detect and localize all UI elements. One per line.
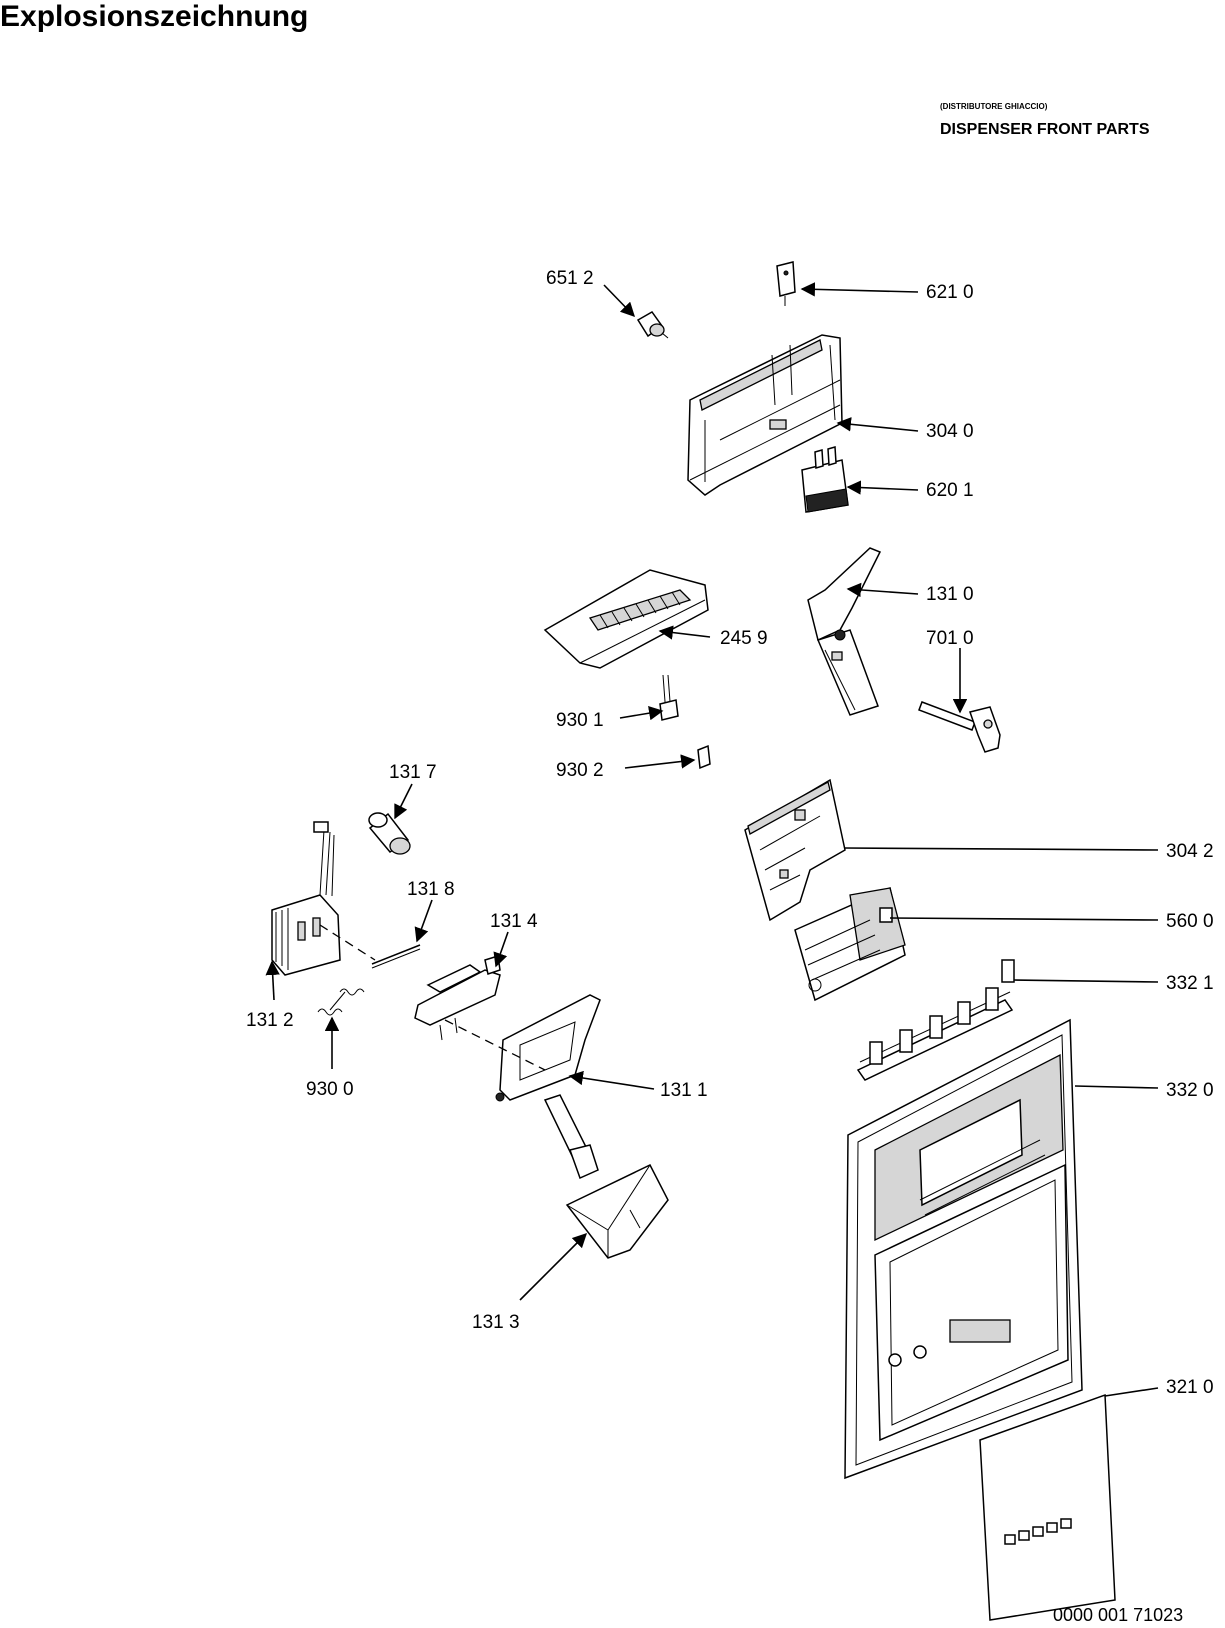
- part-131-7-illustration: [368, 812, 411, 855]
- callout-131-4: 131 4: [490, 911, 538, 932]
- leader-930-1: [619, 706, 664, 721]
- part-245-9-illustration: [543, 569, 709, 669]
- callout-701-0: 701 0: [926, 628, 974, 649]
- part-131-4-illustration: [414, 955, 501, 1041]
- leader-560-0: [889, 917, 1159, 921]
- callout-321-0: 321 0: [1166, 1377, 1214, 1398]
- callout-131-1: 131 1: [660, 1080, 708, 1101]
- part-332-0-illustration: [844, 1018, 1083, 1480]
- callout-304-2: 304 2: [1166, 841, 1214, 862]
- leader-304-2: [843, 847, 1159, 851]
- callout-304-0: 304 0: [926, 421, 974, 442]
- callout-560-0: 560 0: [1166, 911, 1214, 932]
- callout-131-3: 131 3: [472, 1312, 520, 1333]
- part-701-0-illustration: [918, 701, 1001, 753]
- part-131-3-illustration: [565, 1164, 669, 1259]
- callout-621-0: 621 0: [926, 282, 974, 303]
- leader-620-1: [846, 480, 919, 495]
- part-620-1-illustration: [801, 446, 849, 513]
- part-560-0-illustration: [794, 886, 906, 1002]
- callout-930-1: 930 1: [556, 710, 604, 731]
- leader-321-0: [1104, 1387, 1159, 1397]
- leader-930-2: [624, 754, 696, 769]
- assembly-line-1: [319, 924, 376, 961]
- part-651-2-illustration: [636, 311, 669, 339]
- part-131-0-illustration: [807, 547, 882, 716]
- assembly-heading: DISPENSER FRONT PARTS: [940, 121, 1150, 138]
- callout-620-1: 620 1: [926, 480, 974, 501]
- callout-245-9: 245 9: [720, 628, 768, 649]
- leader-131-4: [493, 931, 509, 968]
- assembly-subnote: (DISTRIBUTORE GHIACCIO): [940, 102, 1048, 111]
- part-304-0-illustration: [687, 334, 843, 496]
- part-131-1-illustration: [495, 994, 601, 1180]
- leader-332-0: [1074, 1085, 1159, 1089]
- callout-332-1: 332 1: [1166, 973, 1214, 994]
- callout-930-0: 930 0: [306, 1079, 354, 1100]
- part-621-0-illustration: [776, 261, 796, 306]
- part-131-2-illustration: [271, 821, 341, 976]
- leader-131-7: [394, 783, 413, 820]
- callout-131-8: 131 8: [407, 879, 455, 900]
- leader-651-2: [603, 284, 636, 318]
- assembly-line-2: [444, 1019, 546, 1071]
- part-304-2-illustration: [744, 778, 846, 922]
- part-332-1-illustration: [856, 959, 1015, 1081]
- callout-131-2: 131 2: [246, 1010, 294, 1031]
- leader-245-9: [658, 625, 711, 640]
- callout-651-2: 651 2: [546, 268, 594, 289]
- leader-131-2: [265, 960, 280, 1001]
- part-930-1-illustration: [659, 674, 679, 721]
- leader-131-0: [846, 582, 919, 598]
- callout-332-0: 332 0: [1166, 1080, 1214, 1101]
- leader-621-0: [800, 282, 919, 297]
- page-title: Explosionszeichnung: [0, 0, 309, 33]
- leader-131-1: [568, 1070, 655, 1090]
- part-321-0-illustration: [979, 1393, 1116, 1621]
- part-930-0-illustration: [317, 988, 365, 1016]
- part-930-2-illustration: [697, 744, 711, 770]
- callout-131-0: 131 0: [926, 584, 974, 605]
- callout-131-7: 131 7: [389, 762, 437, 783]
- leader-131-8: [414, 899, 433, 943]
- leader-304-0: [836, 417, 919, 432]
- document-number: 0000 001 71023: [1053, 1605, 1184, 1625]
- leader-131-3: [519, 1232, 588, 1301]
- part-131-8-illustration: [371, 944, 421, 969]
- leader-332-1: [1013, 979, 1159, 983]
- callout-930-2: 930 2: [556, 760, 604, 781]
